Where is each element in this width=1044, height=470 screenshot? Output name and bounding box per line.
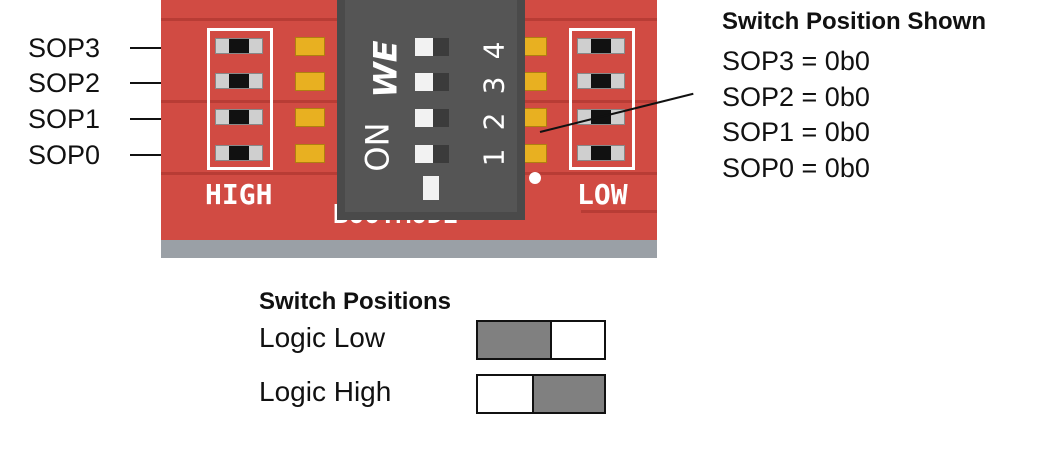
sop1-label: SOP1 bbox=[28, 104, 101, 134]
dip-slot-4[interactable] bbox=[415, 38, 449, 56]
switch-position-title: Switch Position Shown bbox=[722, 8, 986, 35]
pad bbox=[295, 72, 325, 91]
dip-slot-1[interactable] bbox=[415, 145, 449, 163]
high-silk-outline bbox=[207, 28, 273, 170]
silk-high-label: HIGH bbox=[205, 178, 273, 211]
dip-number-2: 2 bbox=[477, 112, 511, 131]
dip-tab bbox=[423, 176, 439, 200]
legend-high-fill bbox=[532, 376, 604, 412]
legend-title: Switch Positions bbox=[259, 288, 452, 315]
dip-knob-2[interactable] bbox=[415, 109, 433, 127]
dip-number-3: 3 bbox=[477, 76, 511, 95]
pad bbox=[295, 108, 325, 127]
dip-switch-body: WE ON 4 3 2 1 bbox=[345, 0, 517, 212]
resistor-sop0-high bbox=[215, 145, 263, 161]
resistor-sop2-high bbox=[215, 73, 263, 89]
dip-slot-2[interactable] bbox=[415, 109, 449, 127]
legend-divider bbox=[532, 376, 534, 412]
dip-knob-1[interactable] bbox=[415, 145, 433, 163]
resistor-sop3-high bbox=[215, 38, 263, 54]
dip-slot-3[interactable] bbox=[415, 73, 449, 91]
sop3-label: SOP3 bbox=[28, 33, 101, 63]
resistor-sop3-low bbox=[577, 38, 625, 54]
legend-divider bbox=[550, 322, 552, 358]
pcb-board: HIGH LOW BOOTMODE WE ON 4 3 2 1 bbox=[161, 0, 657, 258]
dip-number-4: 4 bbox=[477, 41, 511, 60]
resistor-sop0-low bbox=[577, 145, 625, 161]
sop2-value: SOP2 = 0b0 bbox=[722, 82, 870, 112]
trace bbox=[581, 210, 657, 213]
dip-brand-label: WE bbox=[366, 40, 405, 98]
pin1-dot bbox=[529, 172, 541, 184]
silk-low-label: LOW bbox=[577, 178, 628, 211]
resistor-sop2-low bbox=[577, 73, 625, 89]
legend-low-fill bbox=[478, 322, 550, 358]
sop3-value: SOP3 = 0b0 bbox=[722, 46, 870, 76]
resistor-sop1-high bbox=[215, 109, 263, 125]
legend-logic-high-switch bbox=[476, 374, 606, 414]
dip-knob-4[interactable] bbox=[415, 38, 433, 56]
dip-knob-3[interactable] bbox=[415, 73, 433, 91]
sop0-value: SOP0 = 0b0 bbox=[722, 153, 870, 183]
board-edge bbox=[161, 240, 657, 258]
pad bbox=[295, 37, 325, 56]
dip-on-label: ON bbox=[358, 122, 397, 172]
legend-logic-high-label: Logic High bbox=[259, 376, 392, 407]
pad bbox=[295, 144, 325, 163]
sop0-label: SOP0 bbox=[28, 140, 101, 170]
legend-logic-low-label: Logic Low bbox=[259, 322, 386, 353]
dip-switch: WE ON 4 3 2 1 bbox=[337, 0, 525, 220]
dip-number-1: 1 bbox=[477, 148, 511, 167]
sop1-value: SOP1 = 0b0 bbox=[722, 117, 870, 147]
sop2-label: SOP2 bbox=[28, 68, 101, 98]
low-silk-outline bbox=[569, 28, 635, 170]
legend-logic-low-switch bbox=[476, 320, 606, 360]
